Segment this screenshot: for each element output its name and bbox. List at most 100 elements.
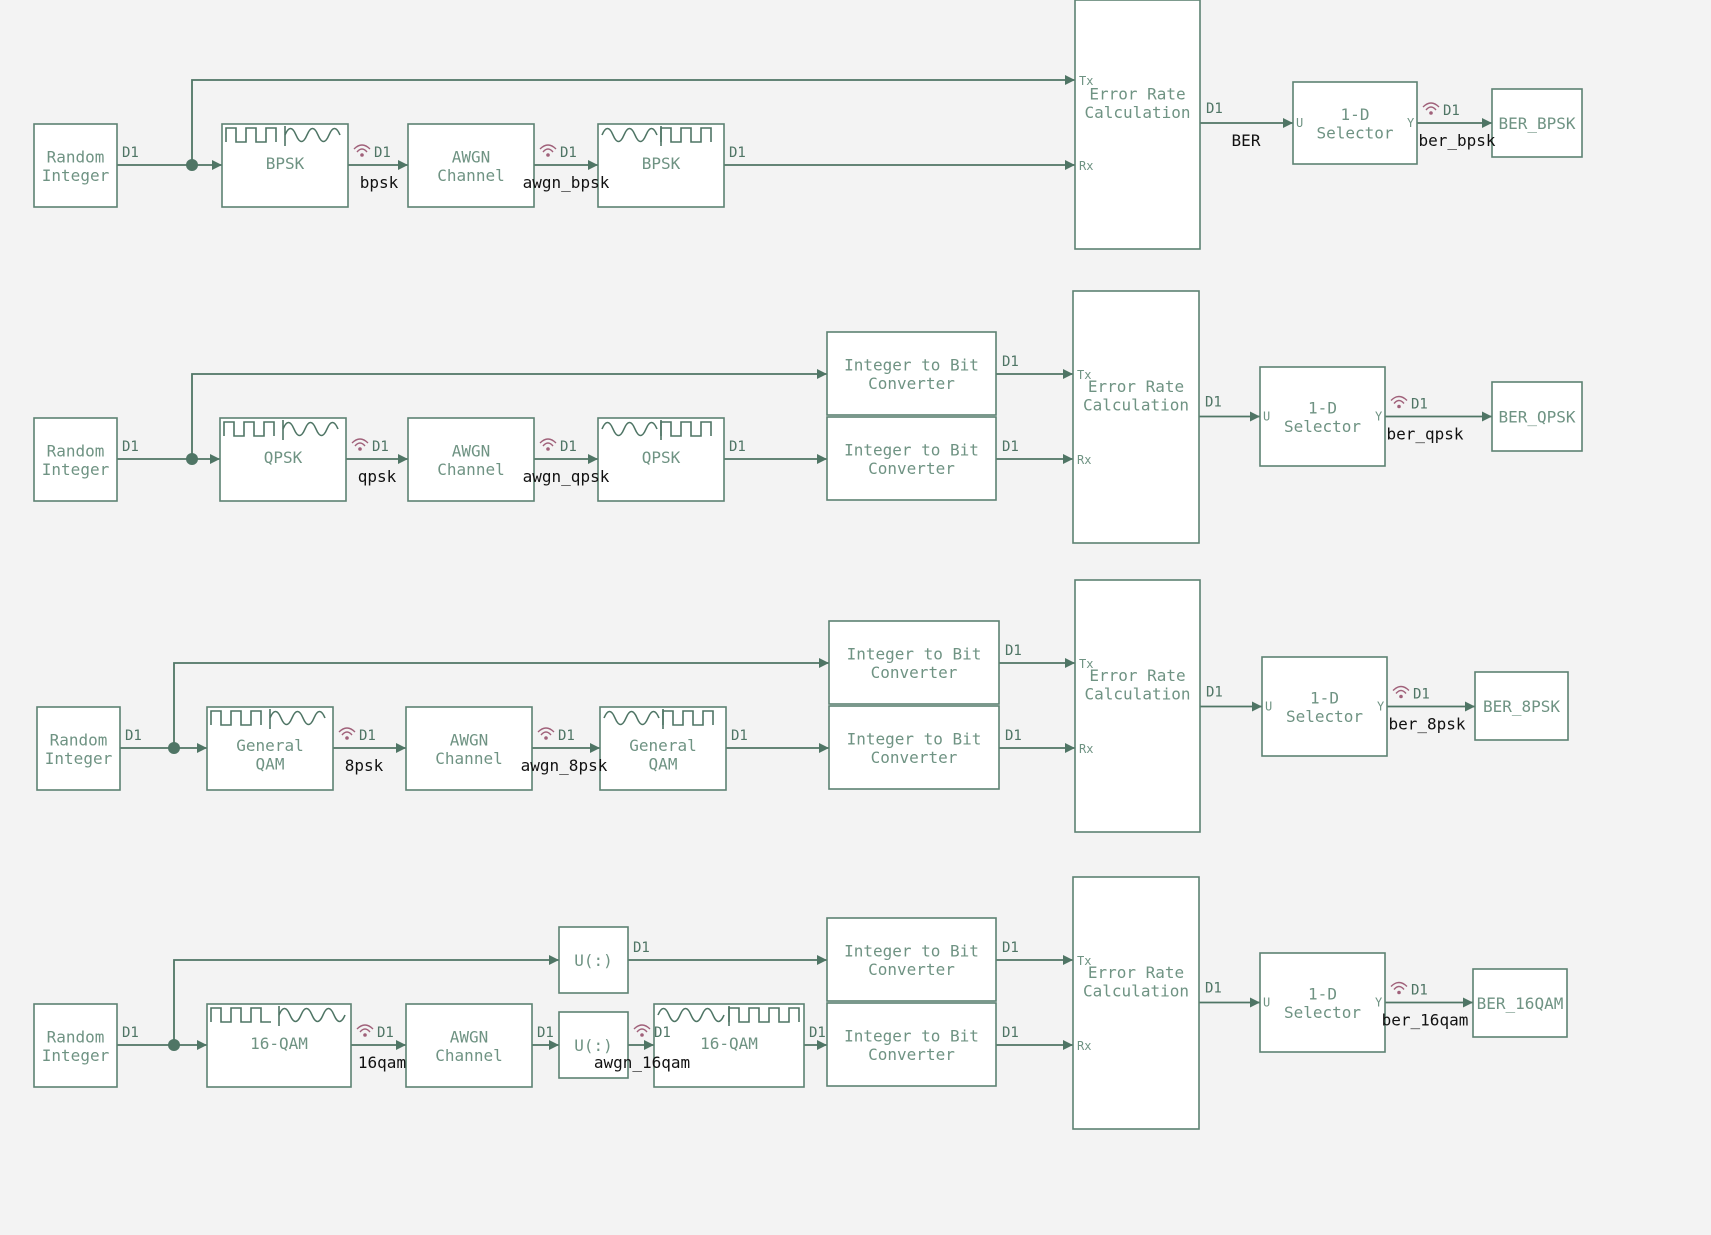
reshape-rx-16qam[interactable]: U(:) <box>558 1011 629 1079</box>
wire-branch-top-bpsk <box>191 79 1075 165</box>
logging-ber-16qam-icon <box>1390 981 1408 995</box>
error-rate-calc-qpsk-frame[interactable] <box>1072 290 1200 544</box>
wire-er-sel-8psk-arrow <box>1252 701 1262 712</box>
awgn-channel-qpsk-label: AWGN <box>452 441 491 460</box>
logging-rx-16qam-icon-dot <box>640 1033 644 1037</box>
int-to-bit-rx-8psk-label: Converter <box>871 748 958 767</box>
random-integer-qpsk-label: Random <box>47 441 105 460</box>
error-rate-calc-16qam-frame[interactable] <box>1072 876 1200 1130</box>
display-16qam[interactable]: BER_16QAM <box>1472 968 1568 1038</box>
random-integer-qpsk-frame[interactable] <box>33 417 118 502</box>
awgn-channel-16qam-frame[interactable] <box>405 1003 533 1088</box>
display-8psk-label: BER_8PSK <box>1483 697 1560 716</box>
logging-rx-16qam-icon <box>633 1024 651 1037</box>
wire-er-sel-16qam-arrow <box>1250 997 1260 1008</box>
random-integer-8psk-frame[interactable] <box>36 706 121 791</box>
display-8psk[interactable]: BER_8PSK <box>1474 671 1569 741</box>
demodulator-8psk-frame[interactable] <box>599 706 727 791</box>
wire-rand-mod-8psk-arrow <box>197 743 207 753</box>
awgn-channel-qpsk-frame[interactable] <box>407 417 535 502</box>
signal-rx-bpsk: awgn_bpsk <box>523 173 610 192</box>
wire-branch-top-qpsk-arrow <box>817 369 827 379</box>
selector-16qam-frame[interactable] <box>1259 952 1386 1053</box>
wire-branch-top-qpsk <box>191 373 827 459</box>
display-qpsk[interactable]: BER_QPSK <box>1491 381 1583 452</box>
modulator-wave-bpsk-icon-sine <box>284 127 341 143</box>
demodulator-wave-16qam-icon-square <box>728 1007 800 1023</box>
modulator-wave-16qam-icon-square <box>210 1007 271 1023</box>
signal-rx-8psk: awgn_8psk <box>521 756 608 775</box>
random-integer-bpsk-label: Random <box>47 147 105 166</box>
modulator-bpsk[interactable]: BPSK <box>221 123 349 208</box>
selector-8psk-frame[interactable] <box>1261 656 1388 757</box>
selector-8psk-label: 1-D <box>1310 688 1339 707</box>
logging-tx-16qam-icon <box>356 1024 374 1037</box>
display-8psk-frame[interactable] <box>1474 671 1569 741</box>
logging-rx-8psk-icon-dot <box>544 736 548 740</box>
awgn-channel-16qam-label: Channel <box>435 1046 502 1065</box>
demodulator-wave-bpsk-icon-sine <box>601 127 658 143</box>
display-qpsk-frame[interactable] <box>1491 381 1583 452</box>
logging-ber-qpsk-icon-dot <box>1397 404 1401 409</box>
display-bpsk-frame[interactable] <box>1491 88 1583 158</box>
selector-qpsk-frame[interactable] <box>1259 366 1386 467</box>
int-to-bit-tx-8psk-frame[interactable] <box>828 620 1000 705</box>
error-rate-calc-8psk-frame[interactable] <box>1074 579 1201 833</box>
error-rate-calc-bpsk-frame[interactable] <box>1074 0 1201 250</box>
modulator-qpsk-label: QPSK <box>264 448 303 467</box>
reshape-tx-16qam[interactable]: U(:) <box>558 926 629 994</box>
selector-bpsk-frame[interactable] <box>1292 81 1418 165</box>
display-bpsk[interactable]: BER_BPSK <box>1491 88 1583 158</box>
signal-tx-qpsk: qpsk <box>358 467 397 486</box>
logging-ber-bpsk-icon-arc1 <box>1422 102 1440 108</box>
logging-ber-8psk-icon-arc2 <box>1395 689 1407 694</box>
wire-dem-out-qpsk-arrow <box>817 454 827 464</box>
demodulator-wave-8psk-icon <box>603 709 714 729</box>
modulator-wave-qpsk-icon-square <box>223 421 275 437</box>
dtype-sel-bpsk: D1 <box>1443 103 1460 119</box>
signal-ber-8psk: ber_8psk <box>1388 715 1465 734</box>
awgn-channel-bpsk-frame[interactable] <box>407 123 535 208</box>
awgn-channel-8psk-frame[interactable] <box>405 706 533 791</box>
int-to-bit-rx-8psk-frame[interactable] <box>828 705 1000 790</box>
dtype-dem-qpsk: D1 <box>729 439 746 455</box>
logging-tx-qpsk-icon-arc1 <box>351 438 369 444</box>
logging-rx-bpsk-icon-arc2 <box>542 148 554 153</box>
int-to-bit-tx-qpsk-frame[interactable] <box>826 331 997 416</box>
random-integer-16qam-frame[interactable] <box>33 1003 118 1088</box>
error-rate-calc-16qam-label: Error Rate <box>1088 963 1184 982</box>
int-to-bit-rx-16qam-frame[interactable] <box>826 1002 997 1087</box>
reshape-rx-16qam-frame[interactable] <box>558 1011 629 1079</box>
reshape-tx-16qam-frame[interactable] <box>558 926 629 994</box>
logging-ber-16qam-icon-arc2 <box>1393 985 1405 990</box>
display-16qam-frame[interactable] <box>1472 968 1568 1038</box>
int-to-bit-rx-qpsk-frame[interactable] <box>826 416 997 501</box>
int-to-bit-tx-16qam-frame[interactable] <box>826 917 997 1002</box>
random-integer-bpsk-frame[interactable] <box>33 123 118 208</box>
